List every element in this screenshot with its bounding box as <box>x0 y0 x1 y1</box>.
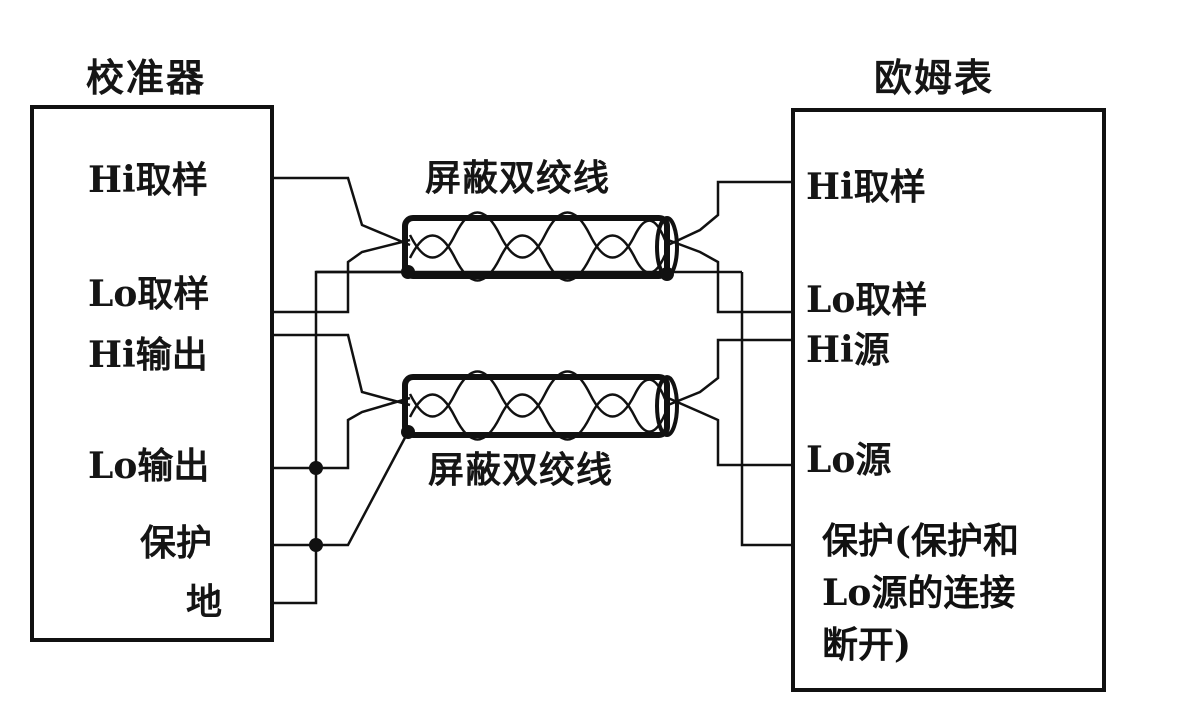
junction-dot <box>309 538 323 552</box>
ohmmeter-hi-source-label: Hi源 <box>806 329 890 371</box>
junction-dot <box>660 267 674 281</box>
calibrator-box <box>30 105 274 642</box>
cable-top <box>402 211 679 282</box>
wire-ohm-guard <box>740 272 793 547</box>
ohmmeter-title: 欧姆表 <box>874 55 995 100</box>
wire-cal-lo-out <box>272 396 411 470</box>
ohmmeter-guard-note-line-1: 保护(保护和 <box>822 520 1020 562</box>
ohmmeter-lo-source-label: Lo源 <box>806 439 892 481</box>
calibrator-hi-sense-label: Hi取样 <box>88 159 208 201</box>
wire-ohm-hi-source <box>667 338 793 407</box>
junction-dot <box>401 425 415 439</box>
wire-cal-hi-sense <box>272 176 411 247</box>
wire-cal-hi-out <box>272 333 411 407</box>
ohmmeter-guard-note-line-3: 断开) <box>822 624 912 666</box>
ohmmeter-lo-sense-label: Lo取样 <box>806 279 928 321</box>
cable-top-label: 屏蔽双绞线 <box>425 157 611 199</box>
calibrator-lo-out-label: Lo输出 <box>88 445 210 487</box>
calibrator-title: 校准器 <box>86 55 207 100</box>
junction-dot <box>309 461 323 475</box>
calibrator-ground-label: 地 <box>186 581 223 623</box>
wire-ohm-lo-sense <box>667 238 793 314</box>
wire-ohm-hi-sense <box>667 180 793 247</box>
ohmmeter-box <box>791 108 1106 692</box>
junction-dot <box>401 265 415 279</box>
wire-cal-ground <box>272 270 408 605</box>
wire-cal-guard <box>272 431 410 547</box>
calibrator-lo-sense-label: Lo取样 <box>88 273 210 315</box>
cable-bottom-label: 屏蔽双绞线 <box>428 449 614 491</box>
wire-ohm-lo-source <box>667 396 793 467</box>
calibrator-guard-label: 保护 <box>140 522 213 564</box>
cable-bottom <box>402 370 679 441</box>
ohmmeter-hi-sense-label: Hi取样 <box>806 166 926 208</box>
ohmmeter-guard-note-line-2: Lo源的连接 <box>822 572 1016 614</box>
wire-cal-lo-sense <box>272 238 411 314</box>
calibrator-hi-out-label: Hi输出 <box>88 334 208 376</box>
